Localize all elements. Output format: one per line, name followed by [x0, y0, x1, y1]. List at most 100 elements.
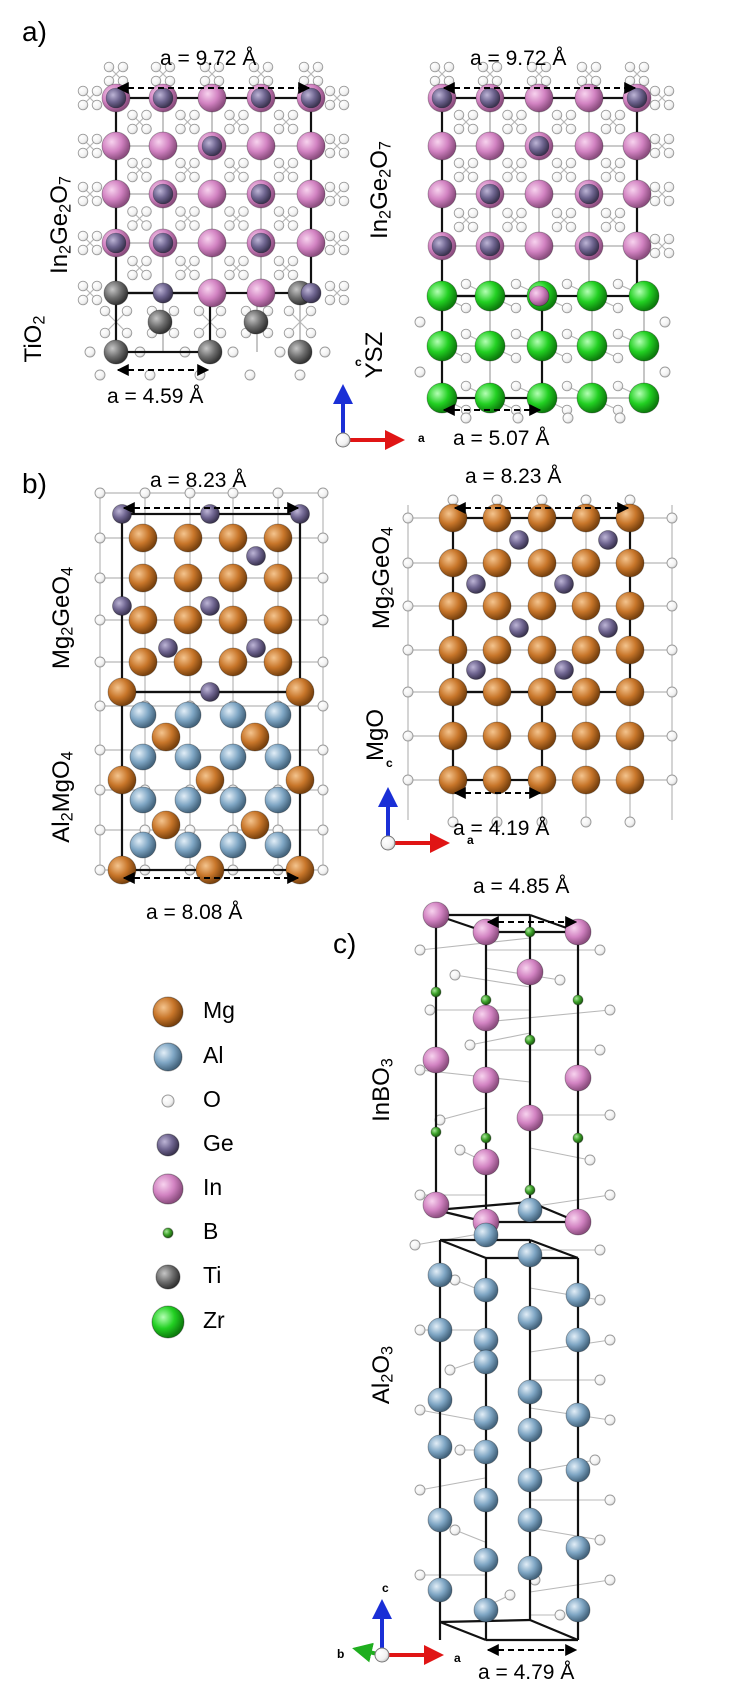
o-atom — [317, 700, 329, 712]
o-atom — [402, 600, 414, 612]
o-atom — [312, 61, 324, 73]
al-atom — [129, 743, 157, 771]
o-atom — [604, 1414, 616, 1426]
ge-legend-icon — [156, 1133, 180, 1157]
o-atom — [317, 614, 329, 626]
o-atom — [91, 230, 103, 242]
o-atom — [516, 207, 527, 219]
o-atom — [460, 328, 472, 340]
prism-edge — [435, 1200, 531, 1212]
o-atom — [189, 109, 200, 121]
o-atom — [663, 147, 675, 159]
ge-atom — [466, 574, 486, 594]
in-atom — [197, 179, 227, 209]
in-atom — [296, 131, 326, 161]
mg-atom — [571, 765, 601, 795]
o-atom — [612, 302, 624, 314]
o-atom — [338, 133, 350, 145]
o-atom — [580, 494, 592, 506]
mg-atom — [615, 721, 645, 751]
mg-atom — [285, 765, 315, 795]
mg-atom — [128, 647, 158, 677]
o-atom — [193, 305, 205, 317]
mg-atom — [173, 647, 203, 677]
o-atom — [666, 512, 678, 524]
legend-marker-zr — [151, 1305, 185, 1339]
o-atom — [510, 302, 522, 314]
ti-atom — [243, 309, 269, 335]
al-atom — [427, 1317, 453, 1343]
o-atom — [117, 61, 129, 73]
o-atom — [94, 784, 106, 796]
ge-atom — [200, 682, 220, 702]
al-atom — [517, 1379, 543, 1405]
in-atom — [564, 1064, 592, 1092]
o-atom — [287, 269, 299, 281]
o-atom — [666, 774, 678, 786]
o-atom — [141, 157, 152, 169]
o-atom — [99, 305, 111, 317]
o-atom — [298, 61, 310, 73]
o-atom — [624, 494, 636, 506]
legend-marker-in — [152, 1173, 184, 1205]
o-atom — [614, 123, 626, 135]
o-atom — [666, 644, 678, 656]
o-atom — [77, 280, 89, 292]
mg-atom — [195, 765, 225, 795]
o-atom — [227, 346, 239, 358]
mg-atom — [240, 810, 270, 840]
axis-b-label-c: b — [337, 1647, 345, 1661]
o-atom — [666, 686, 678, 698]
o-atom — [590, 61, 602, 73]
mg-atom — [527, 765, 557, 795]
dim-b-right-top: a = 8.23 Å — [465, 465, 562, 488]
o-atom — [663, 133, 675, 145]
mg-atom — [438, 635, 468, 665]
o-atom — [614, 171, 626, 183]
in-legend-icon — [152, 1173, 184, 1205]
label-in2ge2o7-right: In2Ge2O7 — [366, 141, 395, 239]
dim-a-right-bottom: a = 5.07 Å — [453, 427, 550, 450]
dim-b-left-bottom: a = 8.08 Å — [146, 901, 243, 924]
o-atom — [526, 61, 538, 73]
o-atom — [168, 327, 180, 339]
in-atom — [246, 278, 276, 308]
dim-b-right-bottom: a = 4.19 Å — [453, 817, 550, 840]
b-atom — [430, 1126, 442, 1138]
o-atom — [402, 512, 414, 524]
o-atom — [287, 220, 299, 231]
o-atom — [238, 123, 249, 135]
mg-atom — [527, 635, 557, 665]
o-atom — [600, 171, 612, 183]
o-atom — [649, 99, 661, 111]
o-atom — [317, 487, 329, 499]
o-atom — [663, 181, 675, 193]
prism-edge — [439, 1620, 487, 1642]
o-atom — [150, 61, 162, 73]
o-atom — [600, 123, 612, 135]
mg-atom — [571, 721, 601, 751]
o-atom — [273, 206, 285, 217]
o-atom — [224, 255, 235, 267]
o-atom — [273, 109, 285, 121]
in-atom — [197, 228, 227, 258]
ge-atom — [152, 87, 174, 109]
o-atom — [91, 294, 103, 306]
o-atom — [424, 1004, 436, 1016]
in-atom — [422, 901, 450, 929]
o-atom — [649, 233, 661, 245]
zr-atom — [474, 280, 506, 312]
o-atom — [516, 157, 527, 169]
o-atom — [94, 532, 106, 544]
o-atom — [600, 157, 612, 169]
mg-atom — [240, 722, 270, 752]
zr-atom — [526, 330, 558, 362]
zr-atom — [576, 330, 608, 362]
o-atom — [141, 171, 152, 183]
mg-atom — [615, 591, 645, 621]
o-atom — [319, 346, 331, 358]
label-inbo3: InBO3 — [368, 1058, 397, 1122]
o-atom — [414, 1189, 426, 1201]
o-atom — [283, 305, 295, 317]
o-atom — [127, 220, 138, 231]
